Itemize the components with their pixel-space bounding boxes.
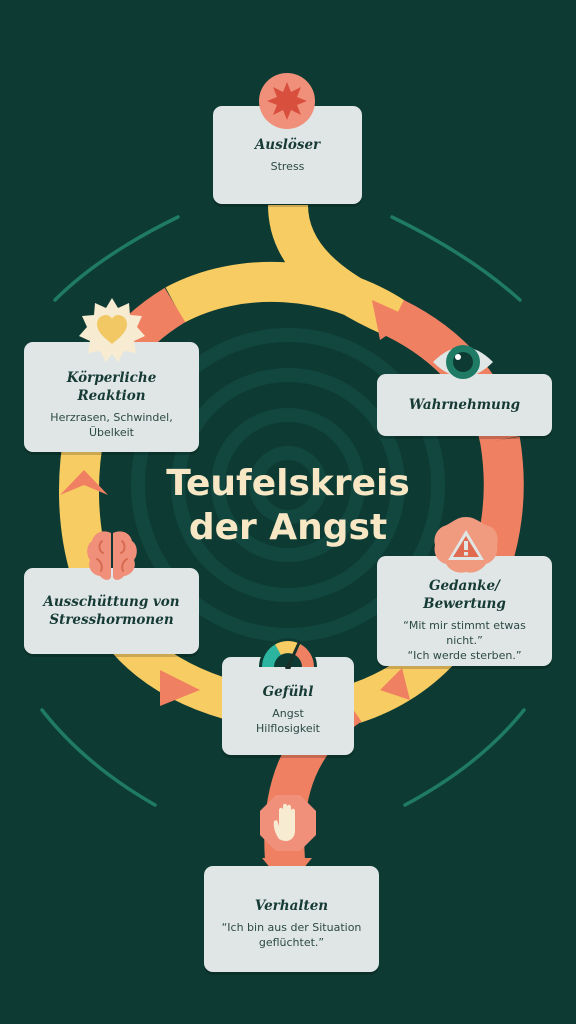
node-verhalten: Verhalten “Ich bin aus der Situation gef…	[204, 866, 379, 972]
brain-icon	[87, 531, 137, 580]
node-koerper: Körperliche Reaktion Herzrasen, Schwinde…	[24, 342, 199, 452]
node-title: Gedanke/ Bewertung	[423, 578, 506, 612]
node-gedanke: Gedanke/ Bewertung “Mit mir stimmt etwas…	[377, 556, 552, 666]
node-description: “Ich bin aus der Situation geflüchtet.”	[221, 920, 362, 949]
outer-arcs	[40, 215, 526, 807]
stop-hand-icon	[260, 795, 316, 851]
background-rings	[131, 328, 445, 642]
starburst-icon	[259, 73, 315, 129]
gauge-icon	[259, 638, 317, 669]
node-title: Körperliche Reaktion	[66, 369, 157, 404]
title-line-2: der Angst	[188, 507, 388, 548]
node-title: Ausschüttung von Stresshormonen	[43, 594, 180, 628]
warning-icon	[434, 517, 498, 573]
node-title: Verhalten	[254, 897, 329, 914]
diagram-title: Teufelskreis der Angst	[140, 462, 436, 550]
title-line-1: Teufelskreis	[166, 463, 410, 504]
heart-badge-icon	[79, 298, 145, 362]
node-title: Wahrnehmung	[408, 397, 521, 413]
node-stresshormone: Ausschüttung von Stresshormonen	[24, 568, 199, 654]
node-description: “Mit mir stimmt etwas nicht.” “Ich werde…	[403, 619, 526, 662]
node-gefuehl: Gefühl Angst Hilflosigkeit	[222, 657, 354, 755]
node-description: Stress	[270, 160, 305, 173]
node-wahrnehmung: Wahrnehmung	[377, 374, 552, 436]
node-title: Auslöser	[254, 137, 321, 153]
eye-icon	[433, 345, 493, 379]
node-title: Gefühl	[262, 683, 314, 700]
node-description: Herzrasen, Schwindel, Übelkeit	[50, 410, 173, 439]
node-description: Angst Hilflosigkeit	[256, 706, 320, 735]
